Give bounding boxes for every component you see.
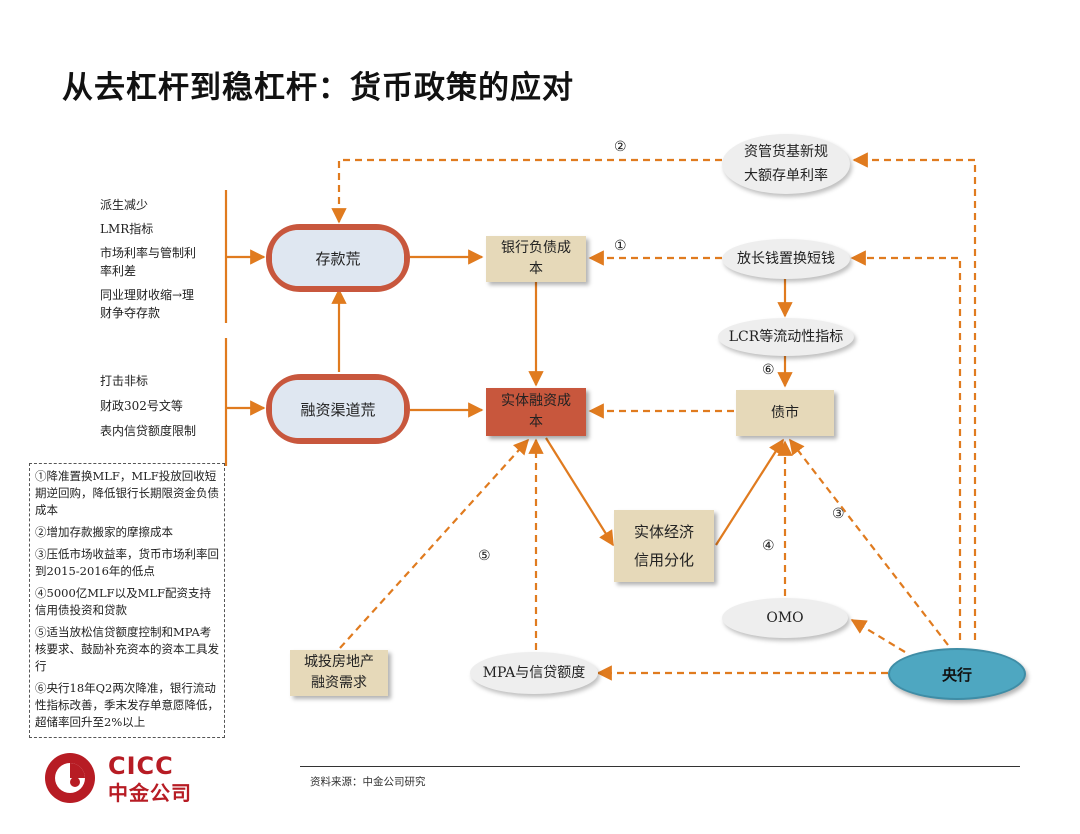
- deposit-shortage-label: 存款荒: [272, 230, 404, 286]
- credit-divergence-node: 实体经济 信用分化: [614, 510, 714, 582]
- arrow-cb-to-omo: [850, 619, 906, 653]
- lgfv-demand-node: 城投房地产 融资需求: [290, 650, 388, 696]
- bank-liability-cost-node: 银行负债成 本: [486, 236, 586, 282]
- long-for-short-node: 放长钱置换短钱: [722, 239, 850, 279]
- node-label-line: 资管货基新规: [744, 144, 828, 160]
- source-note: 资料来源：中金公司研究: [310, 776, 426, 788]
- factor-item: 率利差: [100, 264, 137, 278]
- legend-item: ⑤适当放松信贷额度控制和MPA考核要求、鼓励补充资本的资本工具发行: [35, 625, 219, 673]
- bond-market-label: 债市: [771, 404, 799, 421]
- long-for-short-label: 放长钱置换短钱: [737, 251, 835, 267]
- logo-text-en: CICC: [108, 752, 174, 780]
- logo-text-cn: 中金公司: [108, 781, 192, 805]
- omo-label: OMO: [766, 610, 804, 626]
- arrow-asset-to-deposit: [331, 158, 722, 224]
- factor-item: 表内信贷额度限制: [100, 424, 197, 438]
- deposit-shortage-node: 存款荒: [266, 224, 410, 292]
- lcr-node: LCR等流动性指标: [718, 318, 854, 356]
- factor-item: 财争夺存款: [100, 306, 161, 320]
- arrow-lgfv-to-real: [339, 438, 530, 649]
- side-factors-top: 派生减少 LMR指标 市场利率与管制利 率利差 同业理财收缩→理 财争夺存款: [100, 196, 196, 322]
- marker-3: ③: [832, 506, 845, 522]
- arrow-real-to-credit: [545, 437, 614, 547]
- legend-item: ③压低市场收益率，货币市场利率回到2015-2016年的低点: [35, 547, 219, 578]
- node-label-line: 本: [529, 414, 543, 430]
- factor-item: LMR指标: [100, 222, 154, 236]
- footer-divider: [300, 766, 1020, 767]
- side-factors-bottom: 打击非标 财政302号文等 表内信贷额度限制: [100, 372, 196, 440]
- marker-6: ⑥: [762, 362, 775, 378]
- marker-4: ④: [762, 538, 775, 554]
- page-title: 从去杠杆到稳杠杆：货币政策的应对: [62, 70, 574, 106]
- marker-1: ①: [614, 238, 627, 254]
- central-bank-node: 央行: [888, 648, 1026, 700]
- node-label-line: 实体融资成: [501, 393, 571, 409]
- marker-2: ②: [614, 139, 627, 155]
- arrow-credit-to-bond: [715, 438, 784, 546]
- asset-mgmt-node: 资管货基新规 大额存单利率: [722, 134, 850, 194]
- omo-node: OMO: [722, 598, 848, 638]
- factor-item: 市场利率与管制利: [100, 246, 197, 260]
- financing-shortage-node: 融资渠道荒: [266, 374, 410, 444]
- factor-item: 财政302号文等: [100, 399, 183, 413]
- mpa-node: MPA与信贷额度: [470, 652, 598, 694]
- node-label-line: 信用分化: [633, 551, 694, 569]
- arrow-cb-to-asset: [852, 152, 977, 640]
- factor-item: 同业理财收缩→理: [100, 288, 195, 302]
- node-label-line: 融资需求: [311, 675, 367, 691]
- arrow-cb-to-long: [850, 250, 962, 640]
- central-bank-label: 央行: [941, 665, 972, 684]
- node-label-line: 本: [529, 261, 543, 277]
- node-label-line: 城投房地产: [304, 654, 374, 670]
- lcr-label: LCR等流动性指标: [728, 329, 844, 345]
- node-label-line: 银行负债成: [501, 240, 571, 256]
- legend-item: ①降准置换MLF，MLF投放回收短期逆回购，降低银行长期限资金负债成本: [35, 469, 219, 517]
- factor-item: 派生减少: [100, 198, 149, 212]
- legend-item: ②增加存款搬家的摩擦成本: [35, 525, 173, 539]
- mpa-label: MPA与信贷额度: [482, 665, 586, 681]
- legend-box: ①降准置换MLF，MLF投放回收短期逆回购，降低银行长期限资金负债成本 ②增加存…: [29, 463, 225, 738]
- factor-item: 打击非标: [100, 374, 149, 388]
- marker-5: ⑤: [478, 548, 491, 564]
- legend-item: ⑥央行18年Q2两次降准，银行流动性指标改善，季末发存单意愿降低，超储率回升至2…: [35, 681, 219, 729]
- financing-shortage-label: 融资渠道荒: [272, 380, 404, 438]
- node-label-line: 实体经济: [633, 523, 694, 541]
- bond-market-node: 债市: [736, 390, 834, 436]
- node-label-line: 大额存单利率: [744, 168, 828, 184]
- legend-item: ④5000亿MLF以及MLF配资支持信用债投资和贷款: [35, 586, 212, 617]
- real-financing-cost-node: 实体融资成 本: [486, 388, 586, 436]
- cicc-logo-icon: [45, 753, 95, 803]
